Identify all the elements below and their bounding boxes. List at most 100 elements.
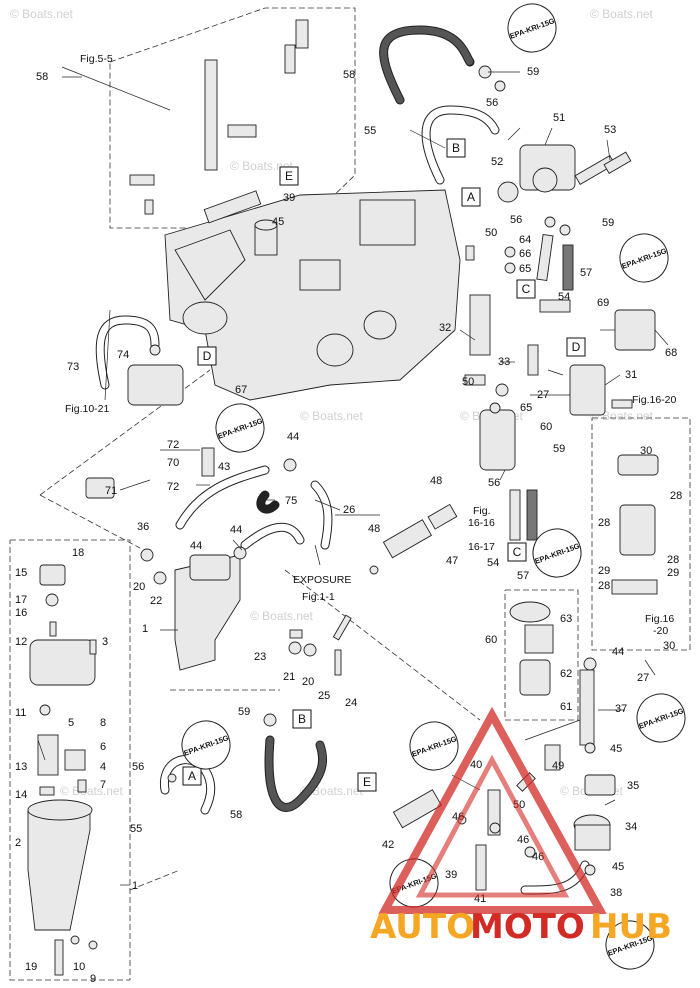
part-callouts: 39 45 58 58 59 56 55 51 53 52 56 59 50 6…: [15, 66, 682, 985]
marker-d-top: D: [566, 337, 586, 357]
callout-45-low: 45: [612, 861, 624, 873]
epa-tag: EPA-KRI-15G: [605, 920, 655, 970]
callout-45-right: 45: [610, 743, 622, 755]
injector-rail: [129, 19, 309, 215]
callout-70: 70: [167, 457, 179, 469]
callout-36: 36: [137, 521, 149, 533]
callout-60-bottom: 60: [485, 634, 497, 646]
callout-72-a: 72: [167, 439, 179, 451]
callout-31: 31: [625, 369, 637, 381]
callout-75: 75: [285, 495, 297, 507]
brand-moto: MOTO: [470, 907, 585, 947]
callout-24: 24: [345, 697, 357, 709]
watermark-text: © Boats.net: [10, 7, 74, 21]
callout-61: 61: [560, 701, 572, 713]
callout-65-mid: 65: [520, 402, 532, 414]
fig-ref-16-20-box: Fig.16: [645, 613, 674, 625]
callout-73: 73: [67, 361, 79, 373]
callout-42: 42: [382, 839, 394, 851]
epa-tags: EPA-KRI-15G EPA-KRI-15G EPA-KRI-15G EPA-…: [181, 3, 686, 970]
callout-7: 7: [100, 779, 106, 791]
callout-59-bottom: 59: [238, 706, 250, 718]
fasteners: [39, 65, 633, 950]
callout-53: 53: [604, 124, 616, 136]
callout-10: 10: [73, 961, 85, 973]
callout-32: 32: [439, 322, 451, 334]
callout-69: 69: [597, 297, 609, 309]
fig-ref-16-17: 16-17: [468, 541, 495, 553]
fig-ref-16-20: Fig.16-20: [632, 394, 677, 406]
callout-28-b: 28: [598, 517, 610, 529]
callout-45-top: 45: [272, 216, 284, 228]
callout-23: 23: [254, 651, 266, 663]
marker-b-bottom: B: [292, 709, 312, 729]
marker-a-bottom: A: [182, 766, 202, 786]
epa-tag: EPA-KRI-15G: [181, 720, 231, 770]
epa-tag: EPA-KRI-15G: [532, 528, 582, 578]
callout-44-top: 44: [287, 431, 299, 443]
epa-tag: EPA-KRI-15G: [507, 3, 557, 53]
callout-67: 67: [235, 384, 247, 396]
svg-text:A: A: [188, 769, 196, 783]
epa-tag: EPA-KRI-15G: [636, 693, 686, 743]
svg-text:D: D: [572, 340, 581, 354]
callout-17: 17: [15, 594, 27, 606]
watermark-text: © Boats.net: [590, 409, 654, 423]
svg-text:D: D: [203, 349, 212, 363]
epa-tag: EPA-KRI-15G: [409, 721, 459, 771]
callout-56-right: 56: [488, 477, 500, 489]
callout-74: 74: [117, 349, 129, 361]
callout-55-top: 55: [364, 125, 376, 137]
svg-text:E: E: [363, 775, 371, 789]
callout-6: 6: [100, 741, 106, 753]
callout-47: 47: [446, 555, 458, 567]
callout-20-left: 20: [133, 581, 145, 593]
watermark-text: © Boats.net: [60, 784, 124, 798]
callout-12: 12: [15, 636, 27, 648]
marker-e-top: E: [279, 166, 299, 186]
callout-38: 38: [610, 887, 622, 899]
callout-48-mid: 48: [368, 523, 380, 535]
callout-51: 51: [553, 112, 565, 124]
svg-text:C: C: [513, 545, 522, 559]
fig-ref-10-21: Fig.10-21: [65, 403, 110, 415]
leader-lines: [37, 66, 669, 886]
callout-19: 19: [25, 961, 37, 973]
callout-14: 14: [15, 789, 27, 801]
svg-text:B: B: [298, 712, 306, 726]
marker-e-bottom: E: [357, 772, 377, 792]
callout-59-right: 59: [553, 443, 565, 455]
callout-28-d: 28: [598, 580, 610, 592]
callout-59-top: 59: [527, 66, 539, 78]
callout-54-mid: 54: [487, 557, 499, 569]
callout-57-top: 57: [580, 267, 592, 279]
callout-15: 15: [15, 567, 27, 579]
callout-46-a: 46: [517, 834, 529, 846]
callout-37: 37: [615, 703, 627, 715]
callout-68: 68: [665, 347, 677, 359]
callout-21: 21: [283, 671, 295, 683]
callout-58-bottom: 58: [230, 809, 242, 821]
callout-13: 13: [15, 761, 27, 773]
epa-tag: EPA-KRI-15G: [215, 403, 265, 453]
watermark-text: © Boats.net: [230, 159, 294, 173]
callout-4: 4: [100, 761, 106, 773]
callout-43: 43: [218, 461, 230, 473]
callout-66: 66: [519, 248, 531, 260]
engine-block: [164, 189, 461, 401]
callout-39-bottom: 39: [445, 869, 457, 881]
callout-50-mid: 50: [462, 376, 474, 388]
callout-59-mid: 59: [602, 217, 614, 229]
callout-62: 62: [560, 668, 572, 680]
watermark-text: © Boats.net: [300, 409, 364, 423]
callout-44-mid: 44: [190, 540, 202, 552]
callout-30-top: 30: [640, 445, 652, 457]
callout-29-b: 29: [667, 567, 679, 579]
callout-39-top: 39: [283, 192, 295, 204]
callout-55-bottom: 55: [130, 823, 142, 835]
marker-c-top: C: [516, 279, 536, 299]
marker-b-top: B: [446, 138, 466, 158]
callout-25: 25: [318, 690, 330, 702]
callout-49: 49: [552, 760, 564, 772]
callout-11: 11: [15, 707, 26, 719]
